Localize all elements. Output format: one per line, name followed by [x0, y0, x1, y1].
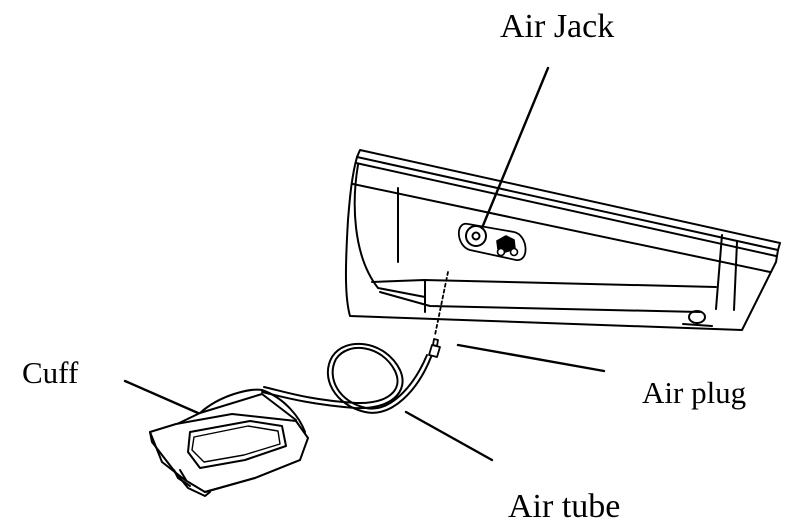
leader-air-tube — [404, 410, 494, 462]
cuff-symbol-icon — [496, 235, 519, 257]
leader-air-jack — [480, 66, 550, 230]
label-cuff: Cuff — [22, 355, 79, 390]
leader-cuff — [123, 379, 200, 415]
cuff — [149, 388, 309, 497]
air-plug — [428, 271, 449, 358]
monitor-body — [344, 149, 781, 331]
air-jack-socket — [457, 223, 527, 261]
leader-lines — [123, 66, 606, 462]
label-air-tube: Air tube — [508, 488, 621, 525]
label-air-jack: Air Jack — [500, 8, 615, 45]
air-tube — [261, 342, 432, 414]
label-air-plug: Air plug — [642, 375, 747, 410]
leader-air-plug — [456, 343, 606, 373]
